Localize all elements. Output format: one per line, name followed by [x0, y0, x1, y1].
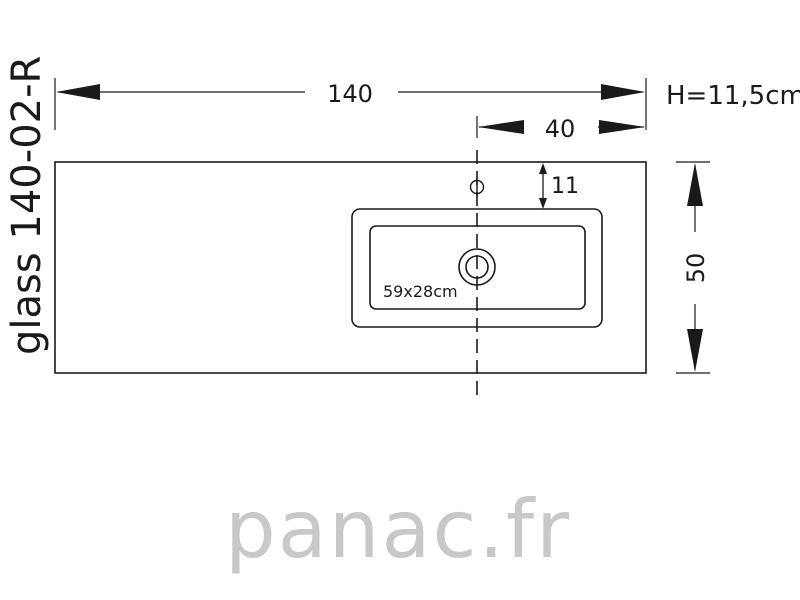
- arrow-left-icon: [56, 84, 100, 100]
- overall-depth-label: 50: [682, 253, 710, 284]
- arrow-right-icon: [601, 84, 645, 100]
- tap-offset-dimension: 40: [476, 115, 645, 143]
- arrow-down-icon: [539, 198, 547, 209]
- drain-icon: [458, 248, 496, 286]
- watermark-logo: panac.fr: [225, 483, 571, 576]
- model-label: glass 140-02-R: [4, 56, 50, 355]
- arrow-up-icon: [687, 163, 703, 206]
- overall-width-label: 140: [327, 80, 373, 108]
- arrow-down-icon: [687, 329, 703, 372]
- arrow-left-icon: [478, 120, 524, 134]
- overall-width-dimension: 140: [54, 78, 647, 130]
- overall-depth-dimension: 50: [676, 161, 710, 374]
- countertop-outline: [54, 161, 647, 374]
- tap-depth-label: 11: [551, 174, 579, 199]
- height-label: H=11,5cm: [666, 81, 800, 111]
- basin-inner: [369, 225, 586, 310]
- arrow-up-icon: [539, 163, 547, 174]
- basin-size-label: 59x28cm: [383, 282, 458, 301]
- arrow-right-icon: [599, 120, 645, 134]
- tap-hole-icon: [469, 178, 485, 196]
- tap-offset-label: 40: [545, 115, 576, 143]
- tap-depth-dimension: 11: [539, 163, 579, 209]
- basin-outer: [351, 208, 603, 328]
